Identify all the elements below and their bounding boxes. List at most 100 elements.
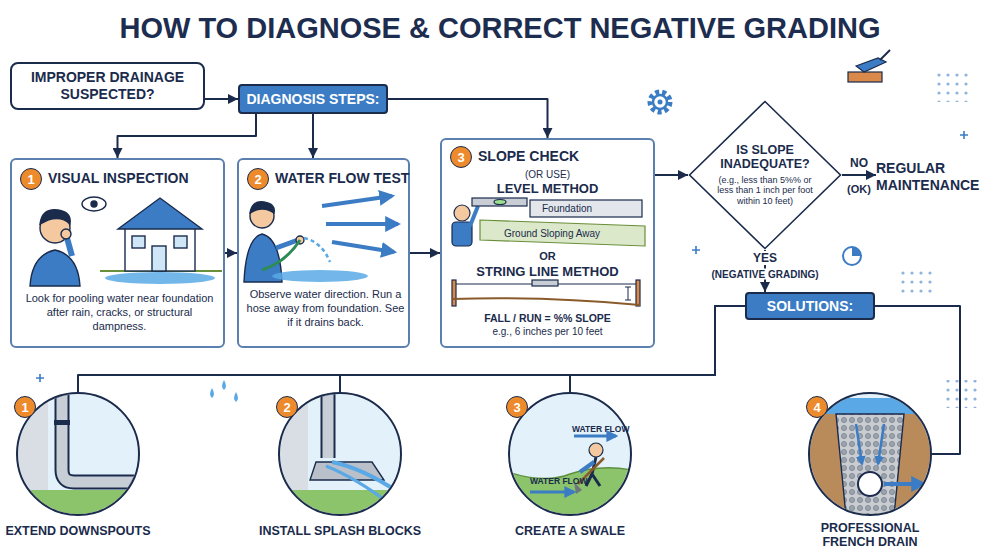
node-heading: SOLUTIONS: — [767, 298, 853, 314]
solution-circle: 2INSTALL SPLASH BLOCKS — [278, 392, 402, 516]
node-text: INSTALL SPLASH BLOCKS — [259, 524, 421, 538]
dot-grid — [932, 70, 972, 102]
string-line-illustration — [625, 287, 631, 300]
flow-connector — [118, 114, 257, 158]
diamond-outline — [690, 102, 841, 249]
dot-grid — [900, 268, 936, 296]
splash-block-illustration — [321, 392, 336, 458]
inspection-illustration — [174, 236, 187, 248]
inspection-illustration — [61, 229, 71, 239]
french-drain-illustration — [808, 394, 932, 522]
pie-icon — [852, 247, 861, 256]
node-text: (OR USE) — [442, 169, 653, 180]
raindrops — [222, 380, 226, 390]
downspout-illustration — [18, 392, 142, 520]
gear-icon — [658, 100, 663, 105]
edge-label: YES — [751, 251, 779, 265]
node-text: WATER FLOW — [530, 476, 587, 486]
french-drain-illustration — [884, 482, 924, 486]
hose-illustration — [244, 196, 398, 282]
level-illustration — [480, 220, 645, 246]
hose-illustration — [304, 238, 330, 262]
gear-icon — [653, 95, 667, 109]
node-text: Foundation — [542, 203, 592, 214]
flow-connector — [875, 306, 960, 454]
inspection-illustration — [67, 238, 72, 256]
step-panel: 3SLOPE CHECK(OR USE)LEVEL METHODFoundati… — [440, 138, 655, 348]
node-text: CREATE A SWALE — [515, 524, 625, 538]
callout-number: 2 — [247, 168, 269, 190]
raindrops — [210, 388, 214, 398]
string-line-illustration — [452, 280, 640, 306]
note-label: (OK) — [845, 183, 873, 195]
hose-illustration — [322, 196, 392, 206]
level-illustration — [530, 200, 642, 217]
downspout-illustration — [54, 420, 70, 425]
flow-connector — [340, 306, 745, 392]
inspection-illustration — [118, 198, 202, 229]
plus-sign — [692, 246, 700, 254]
flow-connector — [655, 174, 688, 176]
node-text: PROFESSIONAL FRENCH DRAIN — [808, 521, 932, 550]
node-heading: DIAGNOSIS STEPS: — [246, 91, 379, 107]
flow-connector — [225, 252, 237, 254]
decision-diamond: IS SLOPE INADEQUATE? (e.g., less than 5%%… — [688, 100, 842, 250]
swale-illustration — [508, 468, 632, 520]
note-label: (NEGATIVE GRADING) — [709, 269, 820, 280]
inspection-illustration — [132, 236, 145, 248]
edge-label: NO — [848, 156, 870, 170]
level-illustration — [470, 206, 478, 226]
step-panel: 2WATER FLOW TESTObserve water direction.… — [237, 158, 410, 348]
node-text: OR — [442, 250, 653, 262]
level-illustration — [452, 198, 645, 246]
inspection-illustration — [91, 201, 97, 207]
trowel-icon — [880, 50, 890, 60]
swale-illustration — [589, 443, 603, 457]
level-illustration — [472, 198, 527, 206]
level-illustration — [452, 222, 472, 246]
gear-icon — [650, 92, 670, 112]
pie-icon — [843, 247, 861, 265]
node-text: VISUAL INSPECTION — [48, 170, 189, 186]
flow-connector — [78, 306, 745, 392]
hose-illustration — [332, 242, 394, 252]
node-heading: IMPROPER DRAINAGE SUSPECTED? — [22, 69, 193, 103]
gear-icon — [650, 92, 670, 112]
hose-illustration — [326, 222, 398, 226]
french-drain-illustration — [878, 424, 884, 464]
solution-circle: 3WATER FLOWWATER FLOWCREATE A SWALE — [508, 392, 632, 516]
node-text: FALL / RUN = %% SLOPE — [442, 312, 653, 324]
node-heading: IS SLOPE INADEQUATE? — [715, 143, 815, 172]
inspection-illustration — [125, 226, 195, 271]
splash-block-illustration — [280, 392, 404, 520]
raindrops — [210, 380, 238, 402]
downspout-illustration — [62, 392, 140, 482]
node-text: (e.g., less than 5%% or less than 1 inch… — [713, 175, 817, 207]
flow-connector — [410, 252, 440, 254]
french-drain-illustration — [856, 424, 862, 464]
solution-circle: 1EXTEND DOWNSPOUTS — [16, 392, 140, 516]
node-heading: REGULAR MAINTENANCE — [876, 160, 988, 194]
flow-connector — [205, 98, 238, 100]
flow-connector — [312, 114, 314, 158]
node-text: WATER FLOW TEST — [275, 170, 409, 186]
downspout-illustration — [62, 392, 140, 482]
hose-illustration — [262, 240, 300, 270]
node-text: Ground Sloping Away — [504, 228, 600, 239]
solutions-header: SOLUTIONS: — [745, 292, 875, 320]
node-text: LEVEL METHOD — [442, 181, 653, 196]
splash-block-illustration — [323, 392, 334, 458]
splash-block-illustration — [326, 466, 390, 504]
raindrops — [234, 392, 238, 402]
trowel-icon — [848, 72, 882, 82]
string-line-illustration — [532, 280, 558, 286]
trowel-icon — [848, 50, 890, 82]
node-text: STRING LINE METHOD — [442, 264, 653, 279]
french-drain-illustration — [858, 472, 882, 496]
callout-number: 4 — [806, 396, 828, 418]
step-header: DIAGNOSIS STEPS: — [238, 84, 388, 114]
callout-number: 1 — [14, 396, 36, 418]
step-panel: 1VISUAL INSPECTIONLook for pooling water… — [10, 158, 225, 348]
node-text: WATER FLOW — [572, 424, 629, 434]
